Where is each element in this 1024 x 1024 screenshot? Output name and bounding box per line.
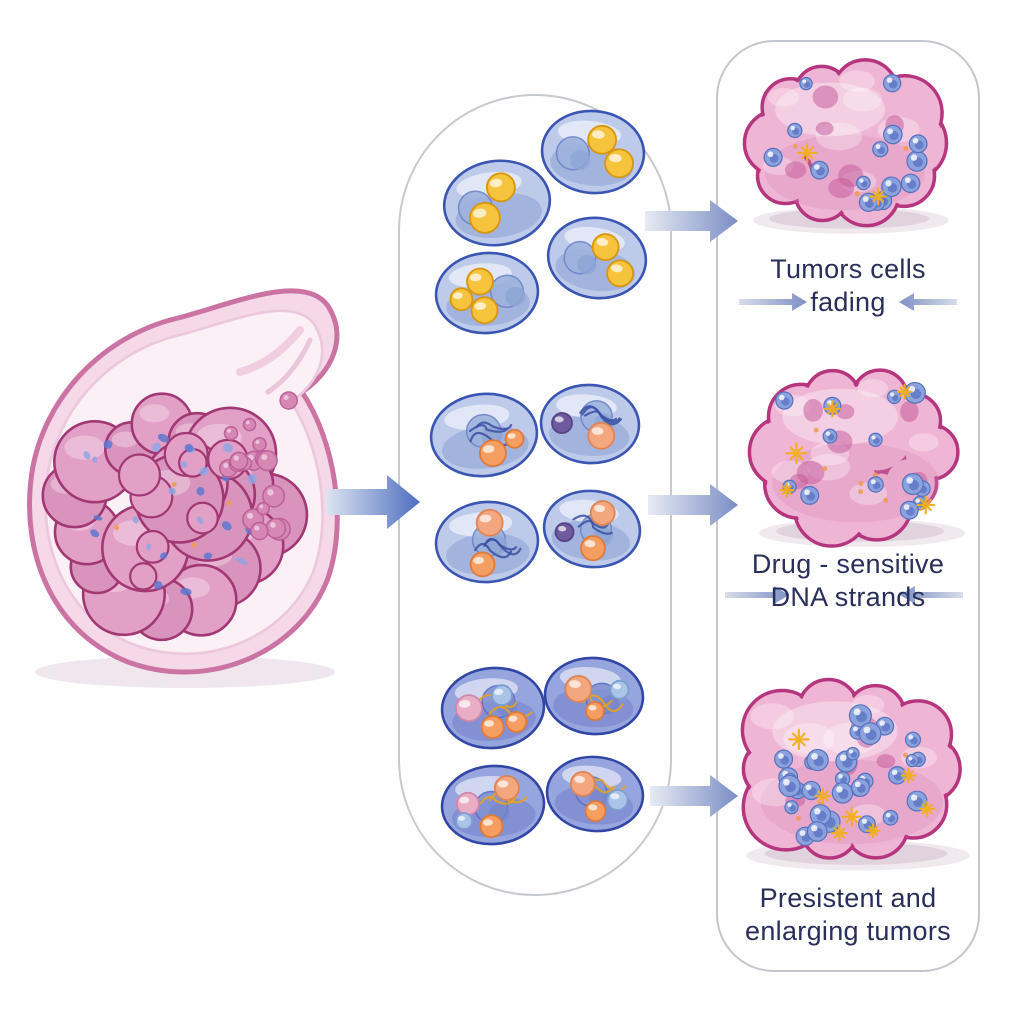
outcome-label-persistent-tumors: Presistent and enlarging tumors	[726, 882, 970, 948]
outcome-label-line: fading	[810, 287, 886, 317]
organ-illustration	[27, 288, 340, 688]
outcome-label-line: DNA strands	[770, 582, 926, 612]
outcome-label-drug-sensitive: Drug - sensitive DNA strands	[726, 548, 970, 614]
outcome-label-line: Tumors cells	[770, 254, 926, 284]
treated-cells-panel	[398, 94, 672, 896]
outcomes-panel	[716, 40, 980, 972]
outcome-label-tumors-fading: Tumors cells fading	[726, 253, 970, 319]
outcome-label-line: enlarging tumors	[745, 916, 951, 946]
outcome-label-line: Drug - sensitive	[751, 549, 945, 579]
outcome-label-line: Presistent and	[759, 883, 937, 913]
